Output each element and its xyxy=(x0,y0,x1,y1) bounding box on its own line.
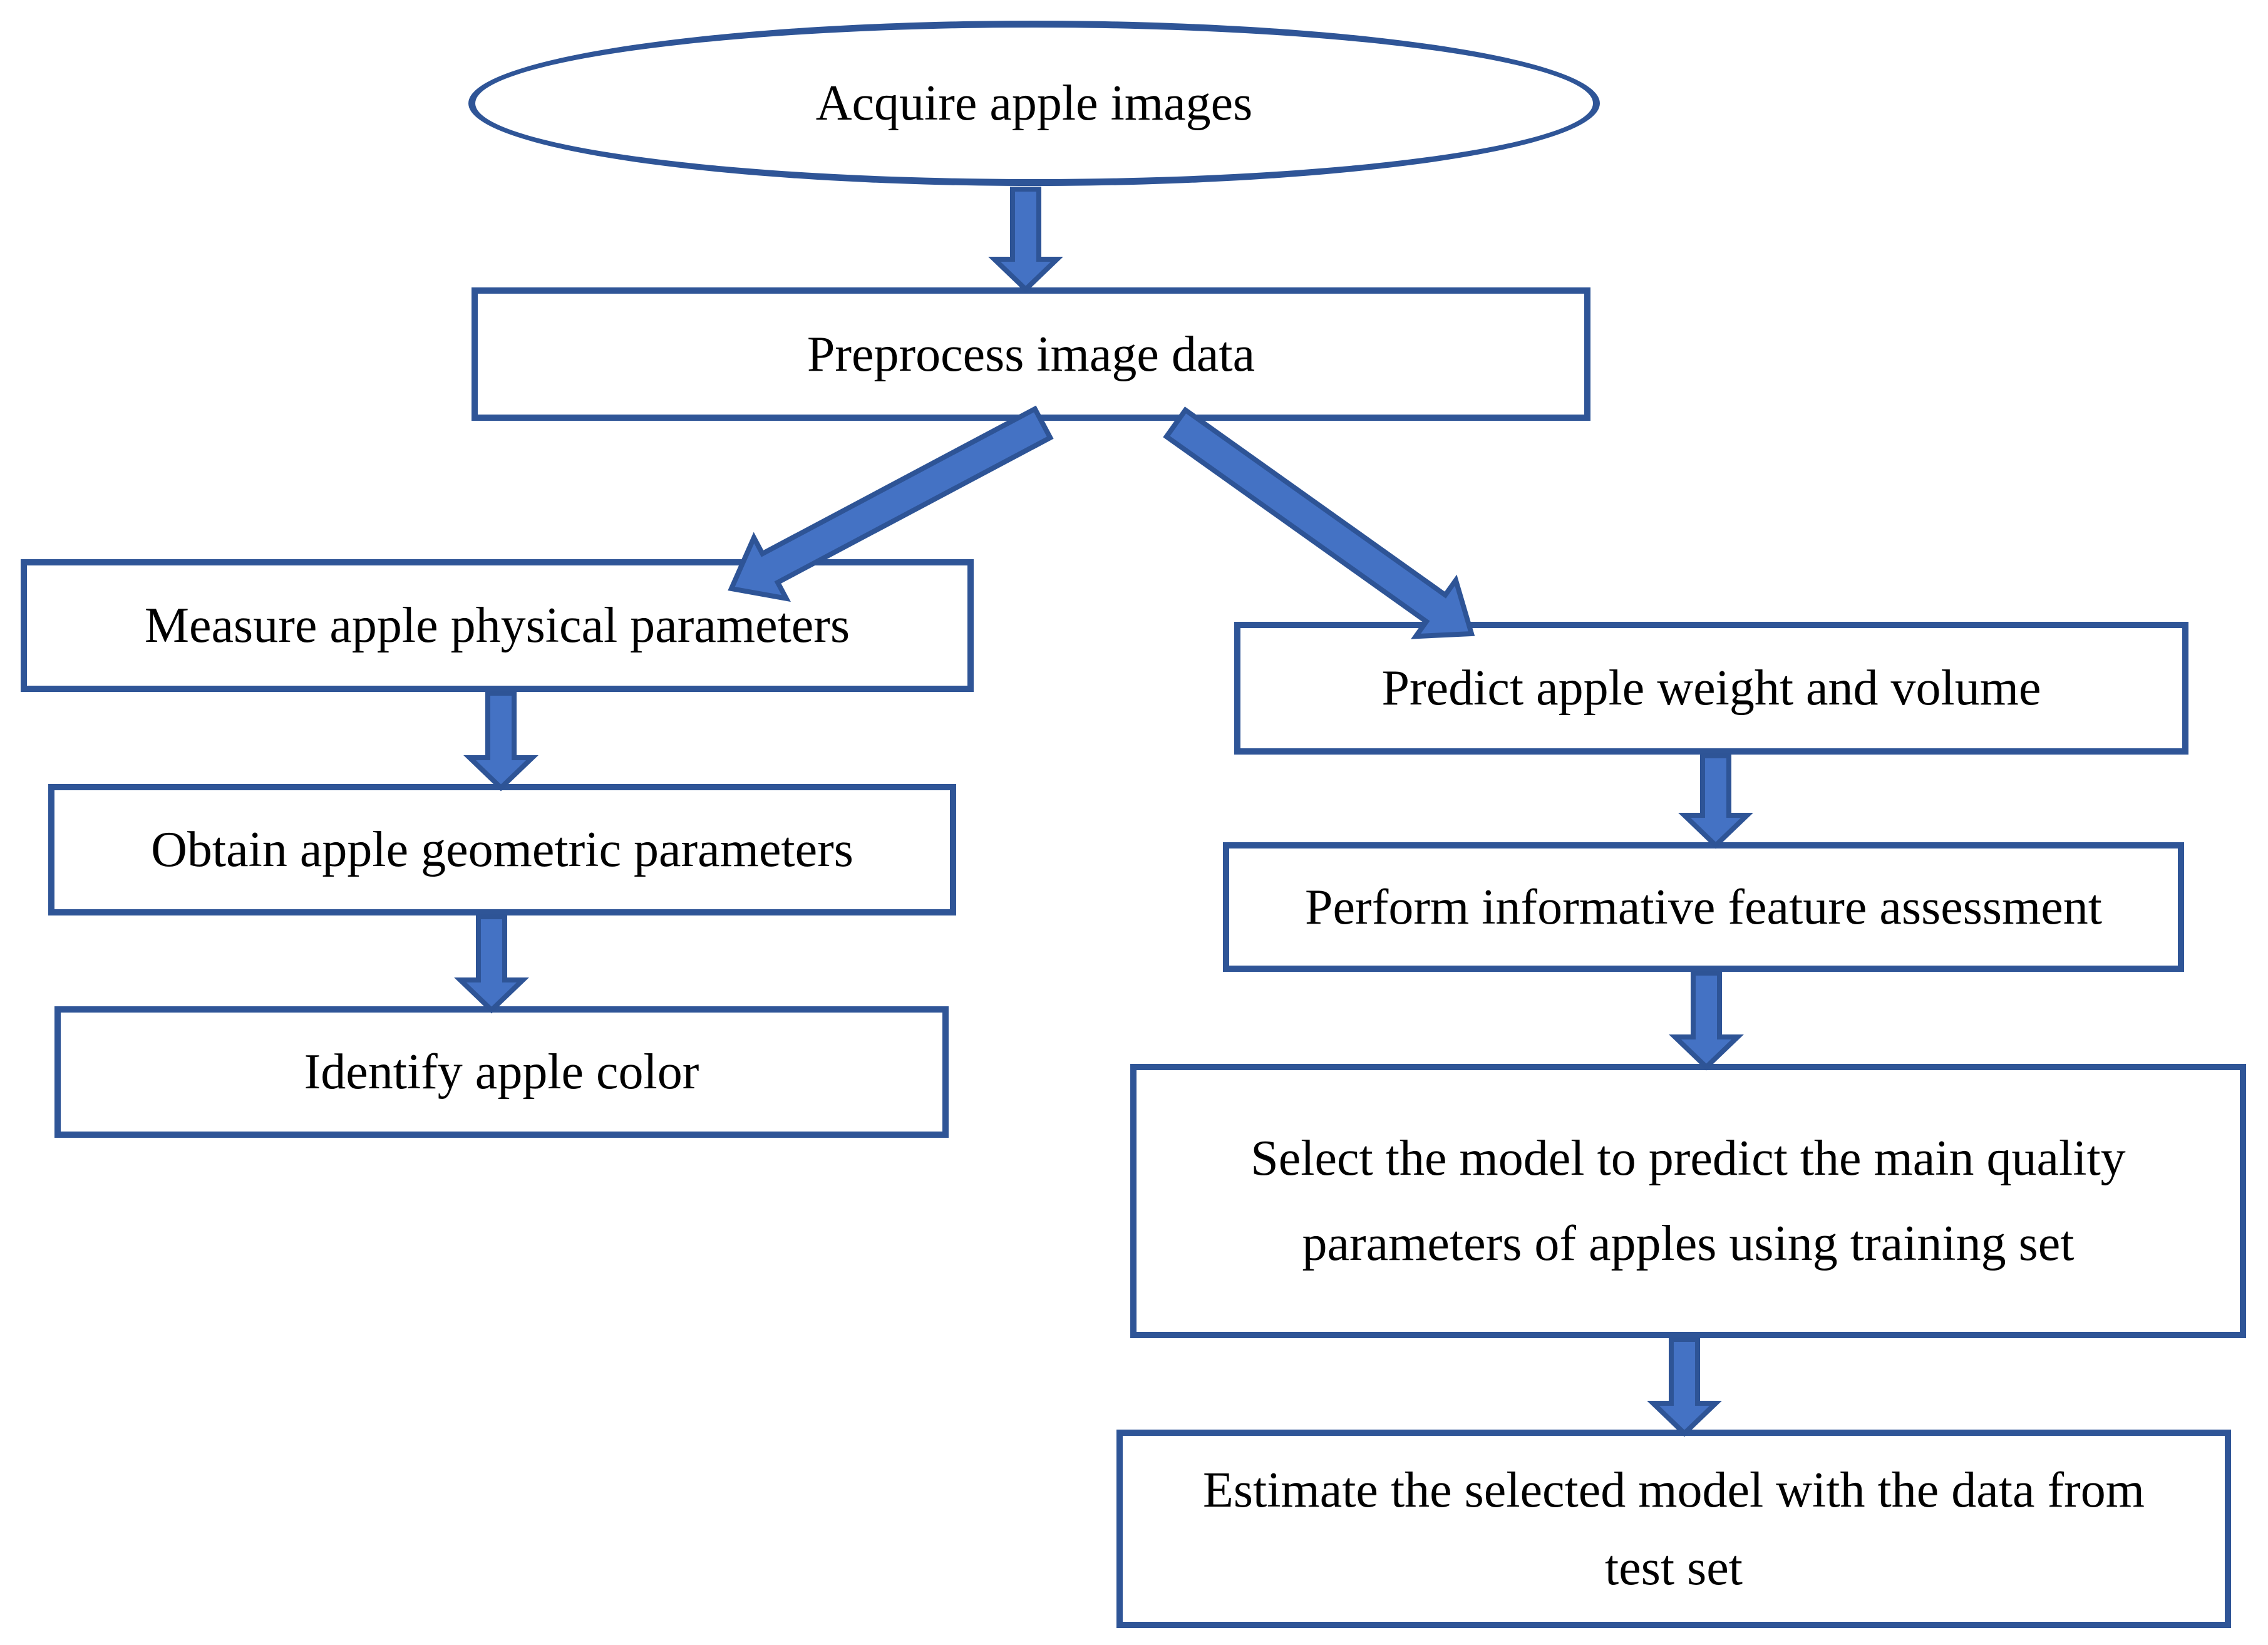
node-label-select: Select the model to predict the main qua… xyxy=(1250,1131,2126,1271)
arrow-acquire-to-preprocess xyxy=(988,187,1063,293)
node-label-acquire: Acquire apple images xyxy=(815,76,1253,131)
node-preprocess-image-data: Preprocess image data xyxy=(472,287,1590,421)
arrow-obtain-to-identify xyxy=(454,914,529,1014)
arrow-measure-to-obtain xyxy=(463,691,539,792)
node-identify-apple-color: Identify apple color xyxy=(54,1006,949,1138)
node-label-preprocess: Preprocess image data xyxy=(807,326,1255,382)
node-label-measure: Measure apple physical parameters xyxy=(144,598,850,653)
arrow-predict-to-perform xyxy=(1678,753,1753,849)
node-label-identify: Identify apple color xyxy=(304,1044,699,1100)
arrow-perform-to-select xyxy=(1669,971,1744,1071)
arrow-preprocess-to-predict xyxy=(1163,406,1475,639)
node-obtain-geometric-parameters: Obtain apple geometric parameters xyxy=(48,784,956,915)
node-acquire-apple-images: Acquire apple images xyxy=(468,21,1600,186)
node-label-estimate: Estimate the selected model with the dat… xyxy=(1203,1462,2145,1596)
node-label-perform: Perform informative feature assessment xyxy=(1305,879,2102,935)
node-label-obtain: Obtain apple geometric parameters xyxy=(151,822,853,877)
node-perform-feature-assessment: Perform informative feature assessment xyxy=(1223,842,2184,972)
node-estimate-model: Estimate the selected model with the dat… xyxy=(1116,1430,2231,1628)
node-label-predict: Predict apple weight and volume xyxy=(1381,661,2041,716)
node-select-model: Select the model to predict the main qua… xyxy=(1130,1064,2246,1338)
arrow-select-to-estimate xyxy=(1647,1337,1722,1437)
node-measure-physical-parameters: Measure apple physical parameters xyxy=(21,559,974,692)
node-predict-weight-volume: Predict apple weight and volume xyxy=(1234,622,2188,755)
